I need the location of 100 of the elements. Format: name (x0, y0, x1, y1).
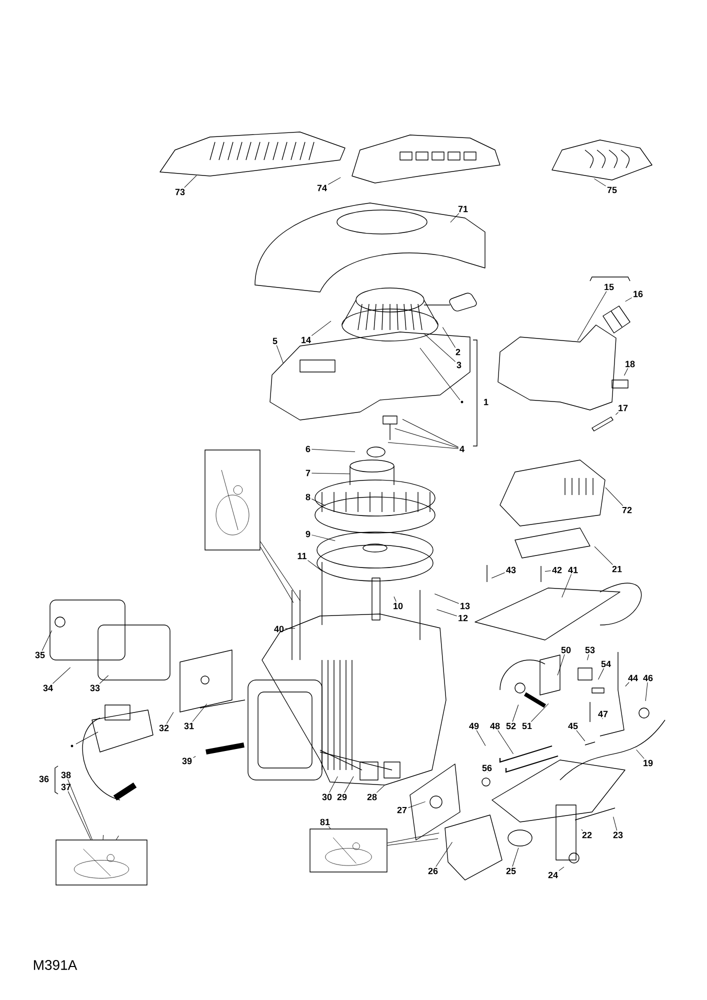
callout-number: 36 (38, 774, 50, 784)
leader-line (388, 442, 459, 449)
leader-line (311, 320, 332, 336)
leader-line (476, 730, 486, 746)
callout-number: 10 (394, 602, 403, 610)
leader-line (498, 730, 514, 754)
leader-line (442, 327, 456, 348)
callout-number: 46 (643, 674, 653, 682)
callout-number: 34 (43, 684, 53, 692)
callout-number: 17 (618, 404, 628, 412)
callout-number: 42 (552, 566, 562, 574)
leader-line (636, 750, 644, 759)
leader-line (192, 756, 196, 758)
leader-line (558, 866, 564, 871)
callout-number: 73 (175, 188, 185, 196)
callout-number: 35 (35, 652, 45, 658)
leader-line (450, 213, 460, 223)
callout-number: 2 (456, 348, 460, 356)
callout-number: 5 (272, 338, 278, 344)
leader-line (260, 541, 300, 602)
leader-line (512, 704, 519, 722)
callout-number: 25 (506, 868, 516, 874)
leader-line (625, 682, 630, 687)
callout-number: 1 (482, 398, 490, 406)
callout-number: 50 (561, 646, 571, 654)
callout-number: 27 (397, 806, 407, 814)
leader-line (276, 345, 284, 364)
leader-line (260, 546, 294, 603)
callout-number: 44 (628, 674, 638, 682)
leader-line (311, 472, 350, 474)
leader-line (116, 836, 119, 840)
callout-number: 38 (61, 772, 71, 778)
callout-number: 72 (622, 506, 632, 514)
leader-line (311, 448, 356, 452)
leader-line (594, 546, 613, 565)
leader-line (436, 842, 452, 867)
leader-line (184, 175, 197, 188)
callout-number: 8 (306, 494, 310, 500)
callout-number: 49 (469, 722, 479, 730)
callout-number: 33 (90, 684, 100, 692)
leader-line (594, 178, 606, 186)
leader-line (530, 703, 549, 722)
leader-line (512, 848, 519, 867)
leader-line (344, 776, 354, 793)
leader-line (645, 682, 648, 702)
callout-number: 19 (644, 760, 653, 766)
callout-number: 37 (61, 784, 71, 790)
callout-number: 30 (322, 794, 332, 800)
leader-line (605, 487, 624, 506)
leader-line (577, 291, 607, 341)
callout-number: 14 (302, 336, 311, 344)
leader-line (52, 667, 71, 684)
leader-line (376, 785, 385, 793)
callout-number: 41 (568, 566, 578, 574)
callout-number: 40 (274, 626, 284, 632)
leader-line (102, 834, 104, 840)
callout-number: 54 (601, 660, 611, 668)
callout-number: 56 (482, 764, 492, 772)
callout-number: 53 (585, 646, 595, 654)
inset-picture (204, 450, 260, 550)
leader-line (544, 570, 552, 572)
leader-line (311, 534, 336, 542)
leader-line (328, 177, 341, 185)
leader-line (394, 428, 459, 448)
leader-line (402, 419, 459, 448)
callout-number: 4 (460, 446, 464, 452)
leader-line (436, 609, 458, 616)
leader-line (491, 572, 506, 578)
leader-line (387, 832, 440, 844)
leader-line (311, 498, 326, 506)
callout-number: 51 (522, 722, 532, 730)
callout-number: 23 (613, 832, 623, 838)
callout-number: 11 (298, 552, 306, 560)
callout-number: 29 (337, 794, 347, 800)
callout-number: 71 (458, 206, 468, 212)
leader-line (166, 712, 174, 724)
callout-number: 81 (320, 818, 330, 826)
callout-number: 6 (306, 446, 310, 452)
callout-number: 74 (317, 184, 327, 192)
callout-number: 3 (456, 362, 462, 368)
callout-number: 39 (182, 758, 192, 764)
callout-number: 7 (306, 470, 310, 476)
leader-line (613, 816, 618, 831)
inset-picture (56, 840, 148, 886)
leader-line (615, 412, 619, 415)
callout-number: 31 (184, 722, 194, 730)
inset-picture (310, 828, 388, 872)
leader-line (68, 779, 92, 840)
callout-number: 26 (428, 868, 438, 874)
callout-number: 12 (458, 614, 468, 622)
callout-number: 47 (598, 710, 608, 718)
leader-line (329, 776, 338, 793)
callout-number: 75 (607, 186, 617, 194)
leader-line (598, 668, 604, 680)
callout-number: 21 (612, 566, 622, 572)
callout-number: 32 (159, 724, 169, 732)
leader-line (624, 368, 628, 376)
leader-line (562, 574, 572, 598)
leader-line (576, 730, 586, 742)
leader-line (557, 654, 565, 676)
